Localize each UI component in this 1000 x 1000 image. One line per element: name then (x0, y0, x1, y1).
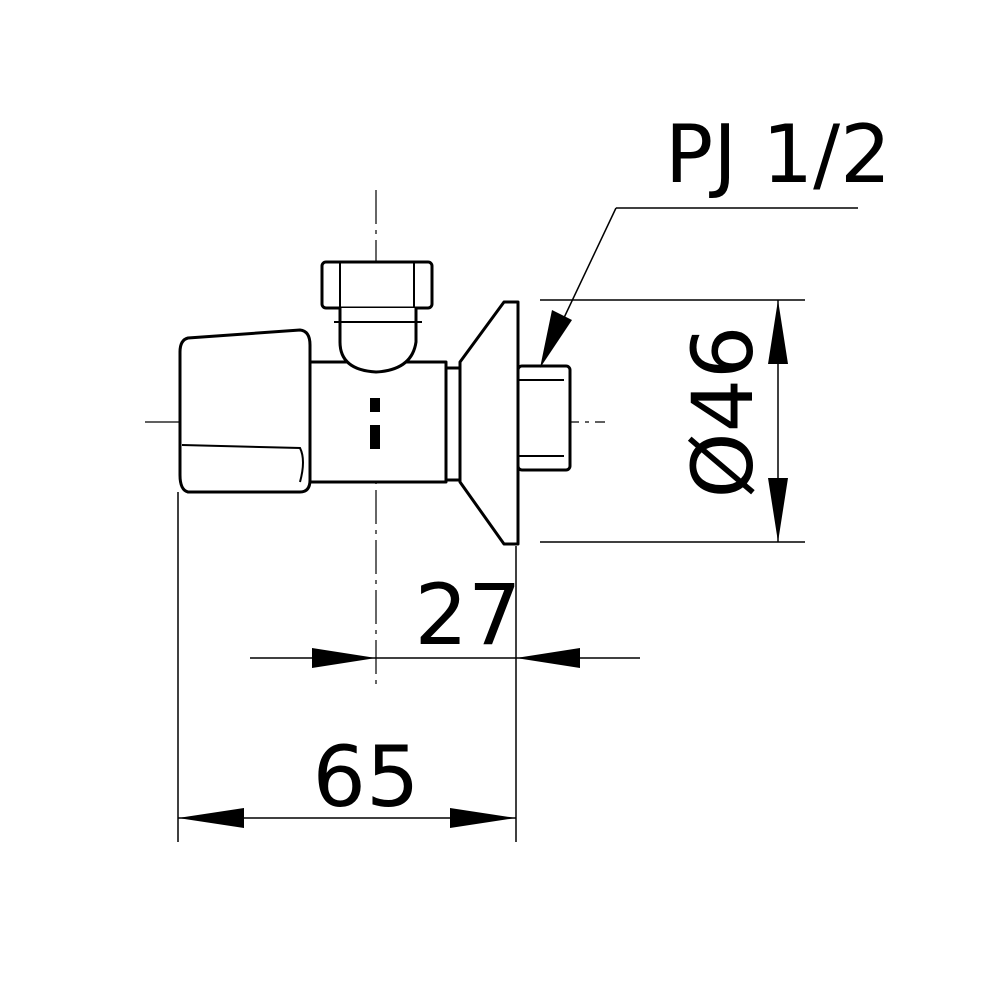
dimension-diameter-46: Ø46 (674, 300, 788, 542)
dim-27-label: 27 (415, 566, 522, 664)
dim-65-label: 65 (313, 728, 420, 826)
dim-27-arrow-left (312, 648, 376, 668)
diameter-arrow-bottom (768, 478, 788, 542)
dimension-65: 65 (178, 728, 516, 828)
top-outlet-neck (338, 308, 418, 374)
valve-main-body (308, 360, 448, 484)
valve-body (178, 260, 572, 546)
dim-65-arrow-left (178, 808, 244, 828)
diameter-arrow-top (768, 300, 788, 364)
dim-27-arrow-right (516, 648, 580, 668)
body-collar (444, 366, 462, 482)
handle-grip-line (181, 444, 304, 483)
wall-flange (458, 300, 520, 546)
thread-label: PJ 1/2 (665, 108, 891, 201)
thread-leader-arrow (540, 310, 572, 368)
thread-leader: PJ 1/2 (540, 108, 891, 368)
dim-65-arrow-right (450, 808, 516, 828)
diameter-label: Ø46 (674, 325, 772, 498)
dimension-27: 27 (250, 566, 640, 668)
top-outlet-nut (320, 260, 434, 310)
body-logo-mark (370, 398, 380, 449)
threaded-inlet (516, 364, 572, 472)
valve-handle (178, 328, 312, 494)
